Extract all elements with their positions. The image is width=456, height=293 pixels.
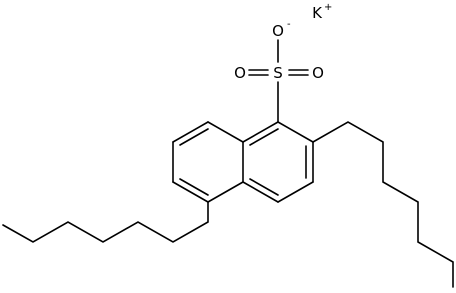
right-ring bbox=[242, 121, 314, 203]
bond-c8a-c1 bbox=[242, 121, 279, 143]
double-bond-c6-c5 bbox=[179, 178, 209, 196]
bond-c5-c4a bbox=[207, 181, 244, 203]
bond-c3-c4 bbox=[277, 181, 314, 203]
oxygen-left-atom: O bbox=[234, 64, 246, 82]
double-bond-c8-c7 bbox=[179, 128, 209, 146]
potassium-atom: K bbox=[312, 4, 323, 22]
double-bond-c8a-c1 bbox=[249, 128, 279, 146]
bond-c8a-c8 bbox=[207, 121, 244, 143]
oxygen-negative-charge: - bbox=[287, 19, 291, 30]
sulfonate-group: S O - O O bbox=[234, 19, 324, 123]
oxygen-right-atom: O bbox=[312, 64, 324, 82]
heptyl-chain-c2 bbox=[312, 121, 454, 288]
bond-c6-c5 bbox=[172, 181, 209, 203]
double-bond-c4-c4a bbox=[249, 178, 279, 196]
bond-c8-c7 bbox=[172, 121, 209, 143]
oxygen-top-atom: O bbox=[272, 22, 284, 40]
sulfur-atom: S bbox=[273, 64, 283, 82]
potassium-counterion: K + bbox=[312, 2, 332, 22]
potassium-positive-charge: + bbox=[324, 2, 332, 13]
heptyl-chain-c5 bbox=[2, 201, 209, 243]
bond-c4-c4a bbox=[242, 181, 279, 203]
bond-c1-c2 bbox=[277, 121, 314, 143]
left-ring bbox=[172, 121, 244, 203]
